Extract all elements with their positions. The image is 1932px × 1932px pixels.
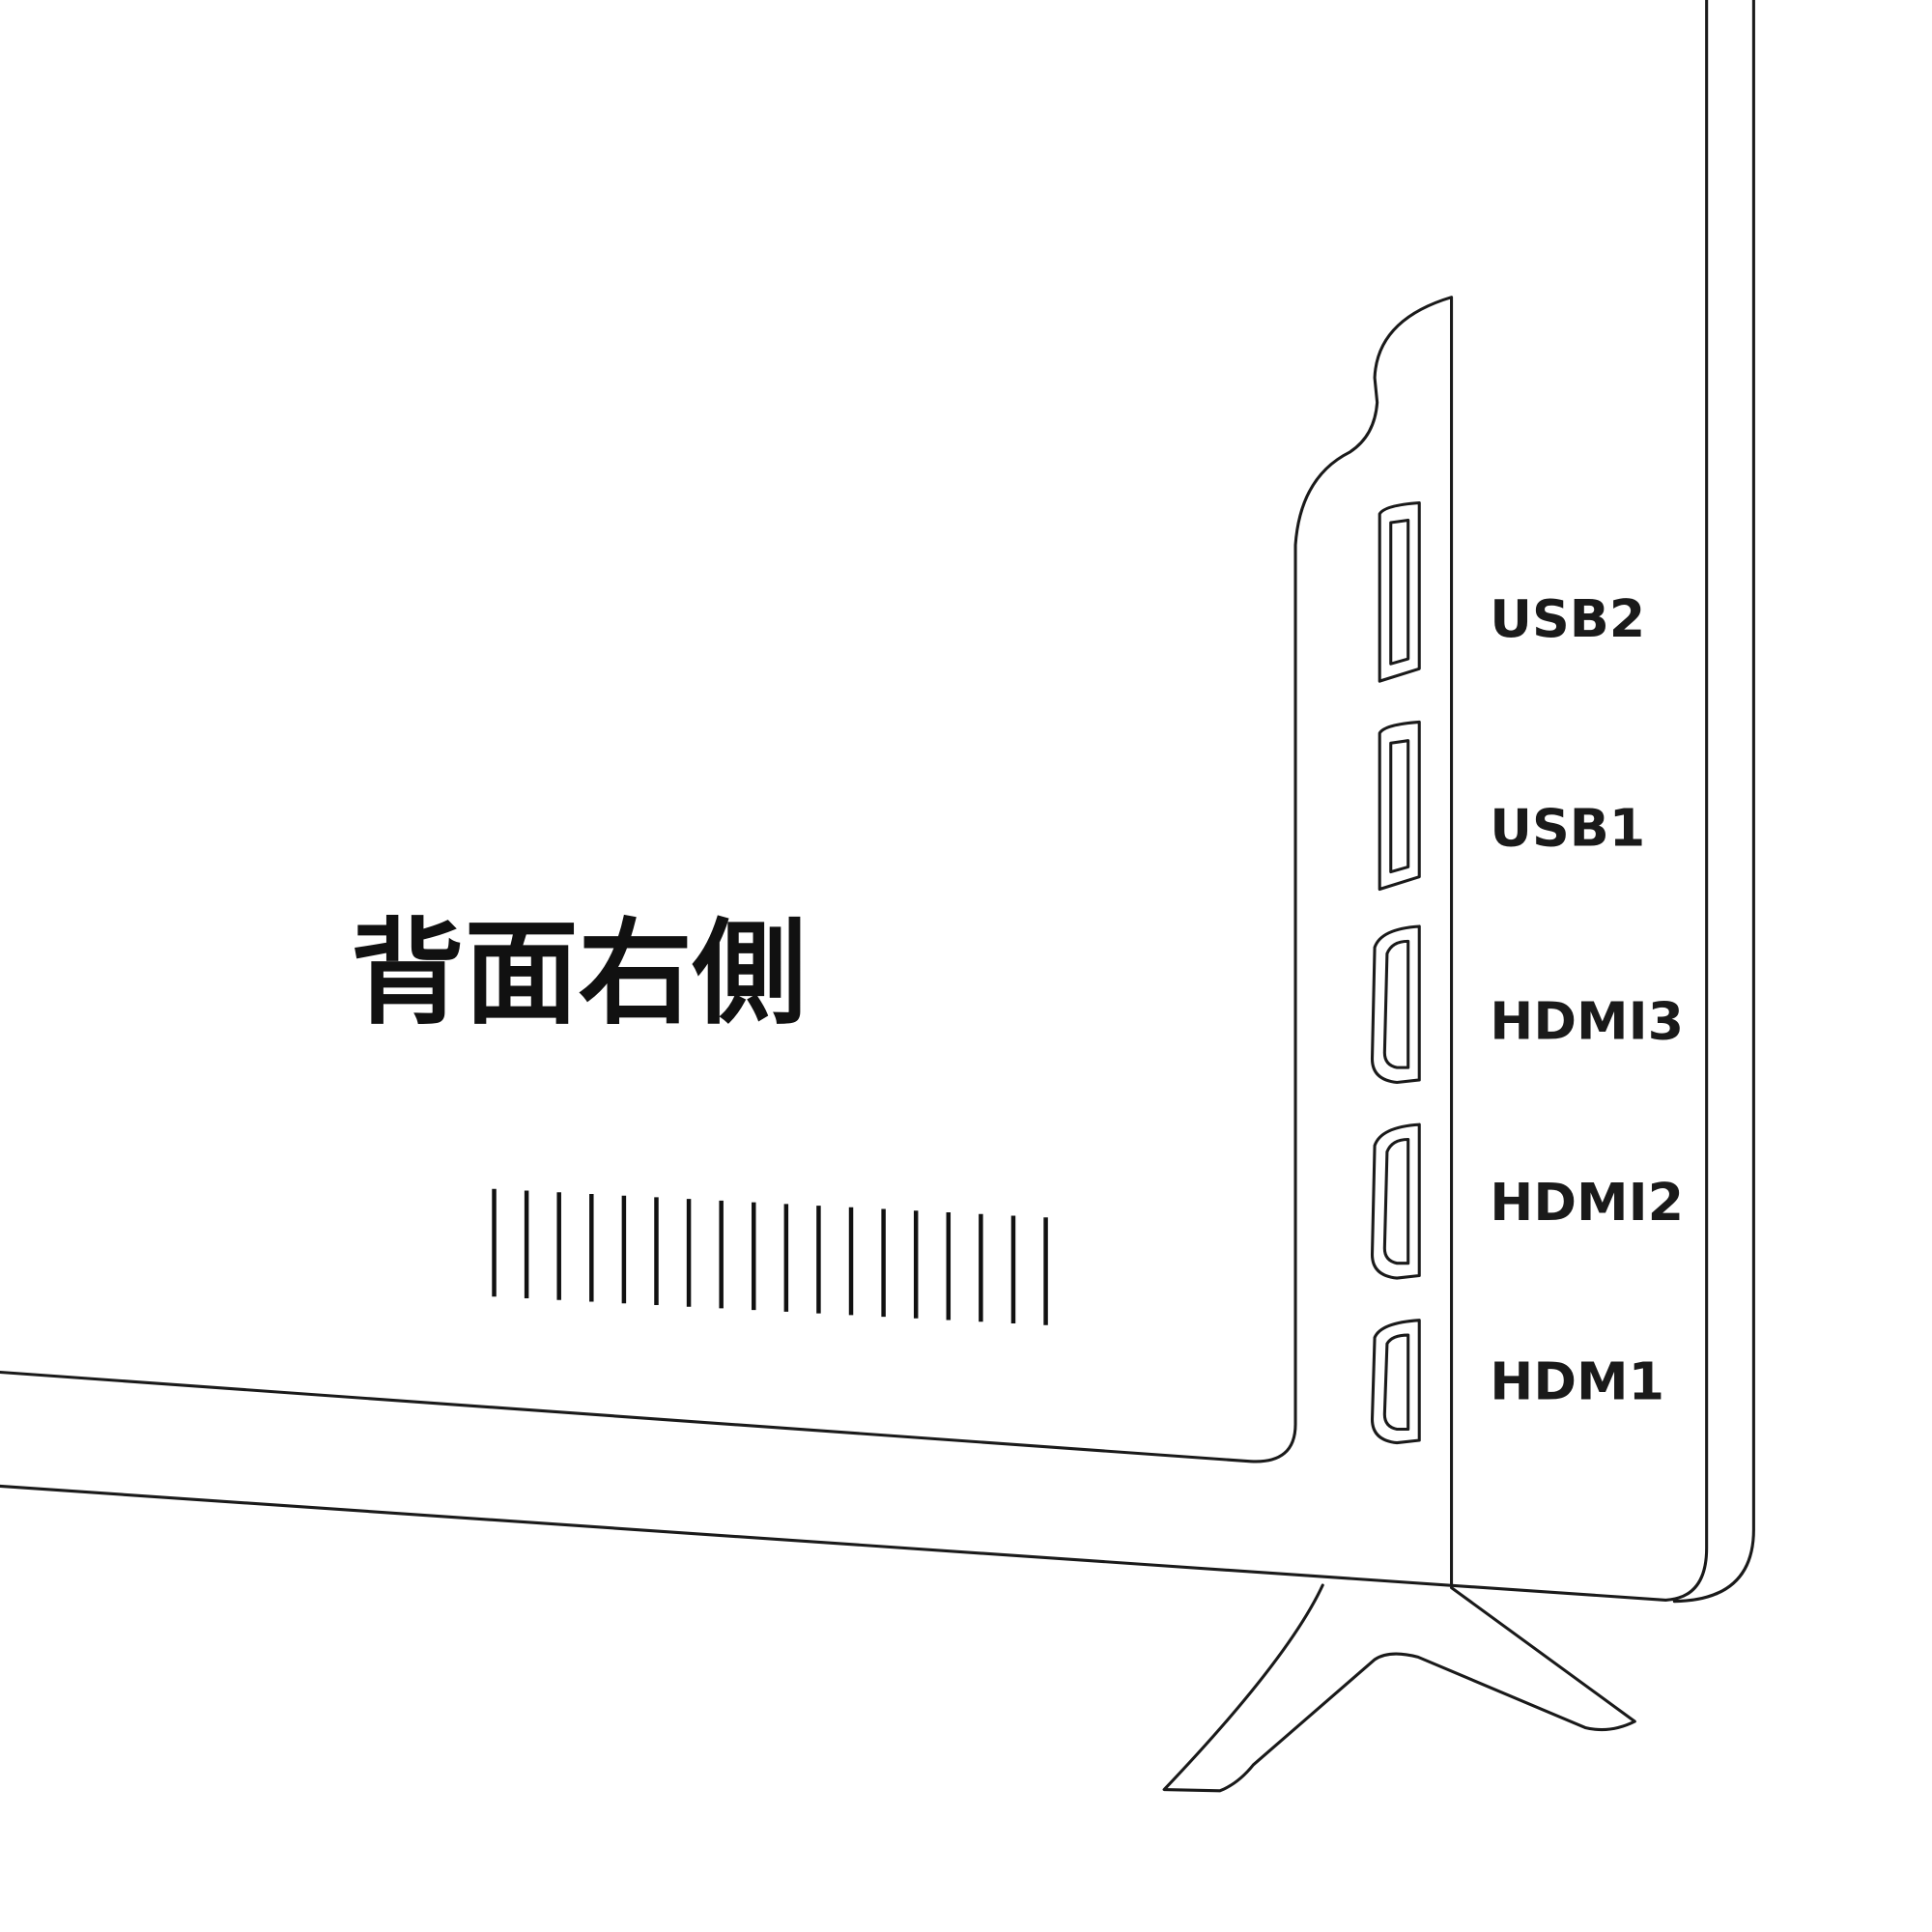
tv-stand bbox=[1162, 1583, 1636, 1793]
rear-right-title: 背面右側 bbox=[351, 908, 807, 1040]
port-hdmi3: HDMI3 bbox=[1370, 924, 1684, 1085]
vent-grille bbox=[492, 1188, 1048, 1325]
port-usb1: USB1 bbox=[1378, 720, 1645, 892]
port-label: USB1 bbox=[1490, 798, 1645, 859]
port-hdmi2: HDMI2 bbox=[1370, 1122, 1684, 1280]
port-label: HDM1 bbox=[1490, 1351, 1664, 1412]
port-label: HDMI3 bbox=[1490, 991, 1684, 1052]
back-panel-outline bbox=[0, 296, 1454, 1587]
port-hdmi1: HDM1 bbox=[1370, 1319, 1664, 1445]
tv-frame bbox=[0, 0, 1755, 1604]
port-usb2: USB2 bbox=[1378, 500, 1645, 683]
port-label: HDMI2 bbox=[1490, 1172, 1684, 1233]
port-label: USB2 bbox=[1490, 588, 1645, 649]
